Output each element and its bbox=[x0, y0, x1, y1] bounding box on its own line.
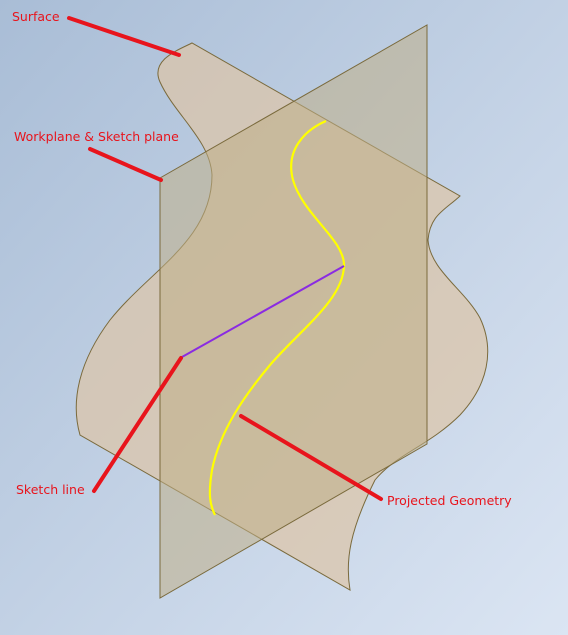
surface-label: Surface bbox=[12, 9, 60, 24]
sketch-line-label: Sketch line bbox=[16, 482, 85, 497]
callout-lines bbox=[67, 16, 383, 501]
callout-line-projected-geometry bbox=[239, 414, 383, 501]
projected-geometry-curve[interactable] bbox=[208, 119, 346, 516]
workplane[interactable] bbox=[159, 24, 428, 599]
workplane-label: Workplane & Sketch plane bbox=[14, 129, 179, 144]
callout-line-workplane bbox=[88, 147, 163, 182]
callout-line-sketch-line bbox=[92, 356, 183, 493]
sketch-line[interactable] bbox=[181, 265, 345, 358]
projected-geometry-label: Projected Geometry bbox=[387, 493, 512, 508]
callout-line-surface bbox=[67, 16, 181, 57]
